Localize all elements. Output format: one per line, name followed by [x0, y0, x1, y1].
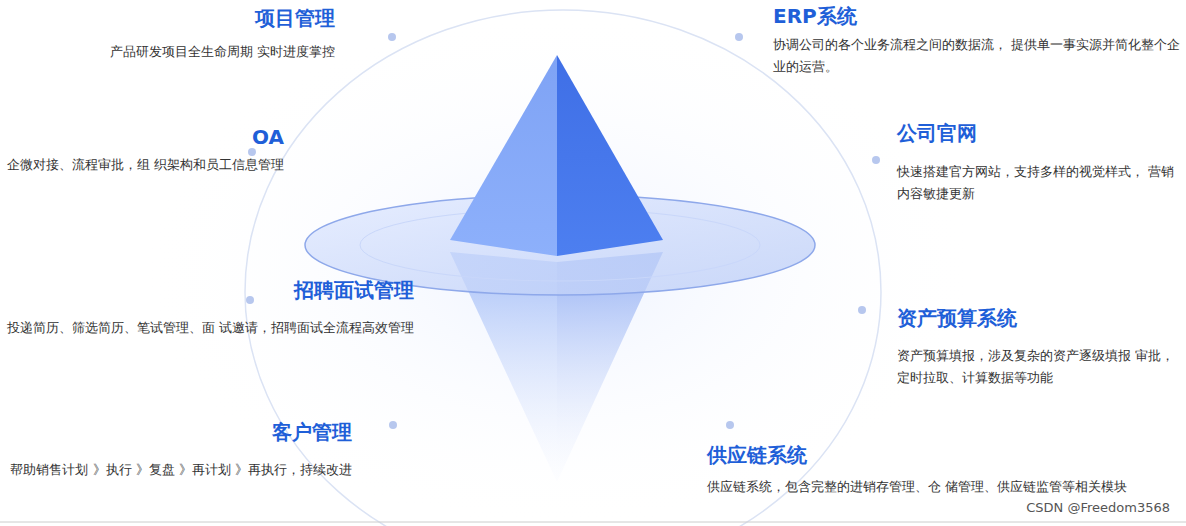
feature-desc: 产品研发项目全生命周期 实时进度掌控 [107, 41, 335, 63]
feature-item: 公司官网快速搭建官方网站，支持多样的视觉样式， 营销内容敏捷更新 [897, 120, 1182, 205]
feature-title: ERP系统 [773, 3, 1182, 29]
feature-title: 项目管理 [107, 5, 335, 31]
feature-item: 资产预算系统资产预算填报，涉及复杂的资产逐级填报 审批，定时拉取、计算数据等功能 [897, 305, 1182, 389]
feature-item: 招聘面试管理投递简历、筛选简历、笔试管理、面 试邀请，招聘面试全流程高效管理 [4, 277, 414, 339]
feature-title: 公司官网 [897, 120, 1182, 146]
feature-desc: 快速搭建官方网站，支持多样的视觉样式， 营销内容敏捷更新 [897, 161, 1182, 205]
background-glow [140, 10, 980, 526]
feature-desc: 企微对接、流程审批，组 织架构和员工信息管理 [4, 154, 284, 176]
feature-desc: 投递简历、筛选简历、笔试管理、面 试邀请，招聘面试全流程高效管理 [4, 317, 414, 339]
pyramid-face [450, 55, 557, 256]
feature-desc: 协调公司的各个业务流程之间的数据流， 提供单一事实源并简化整个企业的运营。 [773, 34, 1182, 78]
feature-item: OA 企微对接、流程审批，组 织架构和员工信息管理 [4, 124, 284, 176]
feature-title: OA [4, 124, 284, 150]
feature-desc: 帮助销售计划 》执行 》复盘 》再计划 》再执行，持续改进 [8, 459, 352, 481]
feature-item: 项目管理产品研发项目全生命周期 实时进度掌控 [107, 5, 335, 63]
feature-item: 客户管理帮助销售计划 》执行 》复盘 》再计划 》再执行，持续改进 [8, 419, 352, 481]
feature-desc: 资产预算填报，涉及复杂的资产逐级填报 审批，定时拉取、计算数据等功能 [897, 345, 1182, 389]
watermark: CSDN @Freedom3568 [1026, 499, 1170, 517]
feature-item: 供应链系统供应链系统，包含完整的进销存管理、仓 储管理、供应链监管等相关模块 [707, 442, 1130, 498]
pyramid-face [557, 55, 663, 256]
feature-desc: 供应链系统，包含完整的进销存管理、仓 储管理、供应链监管等相关模块 [707, 476, 1130, 498]
feature-title: 资产预算系统 [897, 305, 1182, 331]
bottom-rule [0, 522, 1186, 523]
feature-item: ERP系统协调公司的各个业务流程之间的数据流， 提供单一事实源并简化整个企业的运… [773, 3, 1182, 78]
feature-title: 供应链系统 [707, 442, 1130, 468]
feature-title: 客户管理 [8, 419, 352, 445]
feature-title: 招聘面试管理 [4, 277, 414, 303]
